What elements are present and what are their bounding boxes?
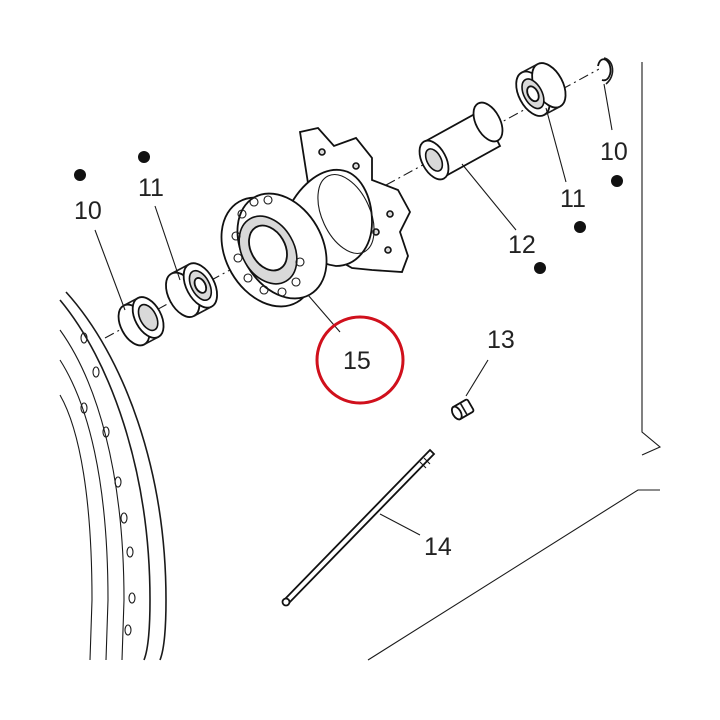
callout-15: 15 [343,347,371,375]
callout-11-left: 11 [138,174,164,202]
right-seal-part [597,57,614,85]
spoke-nipple-part [450,398,475,421]
callout-12: 12 [508,231,536,259]
bullet-dots [74,151,623,274]
wheel-hub-part [220,127,412,308]
left-bearing-part [165,262,218,318]
callout-10-right: 10 [600,138,628,166]
callout-14: 14 [424,533,452,561]
callout-11-right: 11 [560,185,586,213]
leader-lines [94,83,613,536]
spoke-part [281,448,436,607]
rim-spoke-holes [80,332,136,636]
hub-spoke-holes [231,195,305,297]
right-bearing-part [515,62,567,117]
wheel-rim [59,291,167,661]
callout-13: 13 [487,326,515,354]
left-seal-part [117,296,165,347]
highlight-ring [315,315,405,405]
frame-outline [367,62,662,661]
spacer-tube-part [418,101,504,181]
callout-10-left: 10 [74,197,102,225]
